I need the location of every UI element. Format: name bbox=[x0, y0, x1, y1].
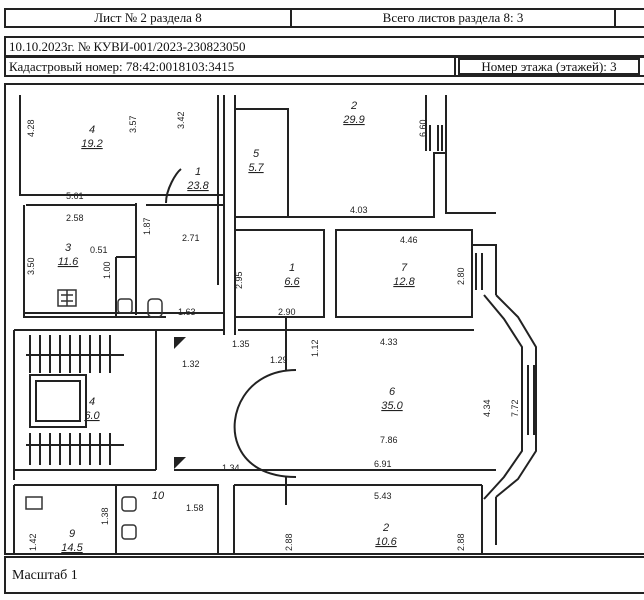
room-number: 4 bbox=[89, 124, 95, 136]
dimension: 3.42 bbox=[176, 111, 186, 129]
dimension: 4.34 bbox=[482, 399, 492, 417]
dimension: 3.57 bbox=[128, 115, 138, 133]
dimension: 1.29 bbox=[270, 355, 288, 365]
room-area: 5.7 bbox=[248, 162, 264, 174]
floor-plan-drawing: 4 19.2 1 23.8 5 5.7 2 29.9 3 11.6 1 6.6 … bbox=[13, 95, 537, 554]
dimension: 0.51 bbox=[90, 245, 108, 255]
room-area: 6.0 bbox=[84, 410, 100, 422]
room-number: 5 bbox=[253, 148, 260, 160]
room-area: 23.8 bbox=[186, 180, 209, 192]
footer: Масштаб 1 bbox=[4, 556, 644, 594]
scale-label: Масштаб 1 bbox=[12, 568, 78, 583]
dimension: 2.95 bbox=[234, 271, 244, 289]
dimension: 1.87 bbox=[142, 217, 152, 235]
dimension: 5.61 bbox=[66, 191, 84, 201]
room-number: 1 bbox=[289, 262, 295, 274]
dimension: 3.50 bbox=[26, 257, 36, 275]
dimension: 1.34 bbox=[222, 463, 240, 473]
dimension: 4.33 bbox=[380, 337, 398, 347]
dimension: 1.58 bbox=[186, 503, 204, 513]
dimension: 4.46 bbox=[400, 235, 418, 245]
dimension: 1.38 bbox=[100, 507, 110, 525]
cadastral-row: Кадастровый номер: 78:42:0018103:3415 Но… bbox=[4, 56, 644, 77]
room-number: 9 bbox=[69, 528, 75, 540]
room-number: 10 bbox=[152, 490, 165, 502]
north-marker-lower bbox=[174, 457, 186, 469]
dimension: 1.42 bbox=[28, 533, 38, 551]
doc-number-row: 10.10.2023г. № КУВИ-001/2023-230823050 bbox=[4, 36, 644, 57]
dimension: 4.03 bbox=[350, 205, 368, 215]
floor-number: Номер этажа (этажей): 3 bbox=[458, 58, 640, 75]
dimension: 2.58 bbox=[66, 213, 84, 223]
room-number: 7 bbox=[401, 262, 408, 274]
dimension: 4.28 bbox=[26, 119, 36, 137]
dimension: 6.91 bbox=[374, 459, 392, 469]
dimension: 1.35 bbox=[232, 339, 250, 349]
room-area: 10.6 bbox=[375, 536, 397, 548]
dimension: 7.72 bbox=[510, 399, 520, 417]
room-number: 6 bbox=[389, 386, 396, 398]
dimension: 2.88 bbox=[456, 533, 466, 551]
dimension: 2.80 bbox=[456, 267, 466, 285]
sheet-total: Всего листов раздела 8: 3 bbox=[292, 10, 616, 26]
room-area: 12.8 bbox=[393, 276, 415, 288]
room-number: 4 bbox=[89, 396, 95, 408]
dimension: 1.63 bbox=[178, 307, 196, 317]
room-number: 2 bbox=[382, 522, 389, 534]
room-number: 3 bbox=[65, 242, 72, 254]
dimension: 1.00 bbox=[102, 261, 112, 279]
dimension: 1.32 bbox=[182, 359, 200, 369]
cadastral-number: Кадастровый номер: 78:42:0018103:3415 bbox=[6, 58, 456, 75]
dimension: 7.86 bbox=[380, 435, 398, 445]
dimension: 2.88 bbox=[284, 533, 294, 551]
date-doc-number: 10.10.2023г. № КУВИ-001/2023-230823050 bbox=[9, 38, 246, 54]
room-area: 6.6 bbox=[284, 276, 300, 288]
room-area: 29.9 bbox=[342, 114, 364, 126]
floor-plan: 4 19.2 1 23.8 5 5.7 2 29.9 3 11.6 1 6.6 … bbox=[4, 83, 644, 555]
dimension: 6.60 bbox=[418, 119, 428, 137]
room-number: 1 bbox=[195, 166, 201, 178]
dimension: 1.12 bbox=[310, 339, 320, 357]
sheet-number: Лист № 2 раздела 8 bbox=[6, 10, 292, 26]
dimension: 2.71 bbox=[182, 233, 200, 243]
dimension: 5.43 bbox=[374, 491, 392, 501]
north-marker bbox=[174, 337, 186, 349]
dimension: 2.90 bbox=[278, 307, 296, 317]
room-area: 19.2 bbox=[81, 138, 102, 150]
room-area: 35.0 bbox=[381, 400, 403, 412]
room-number: 2 bbox=[350, 100, 357, 112]
room-area: 11.6 bbox=[58, 256, 79, 268]
room-area: 14.5 bbox=[61, 542, 83, 554]
sheet-header-row: Лист № 2 раздела 8 Всего листов раздела … bbox=[4, 8, 644, 28]
